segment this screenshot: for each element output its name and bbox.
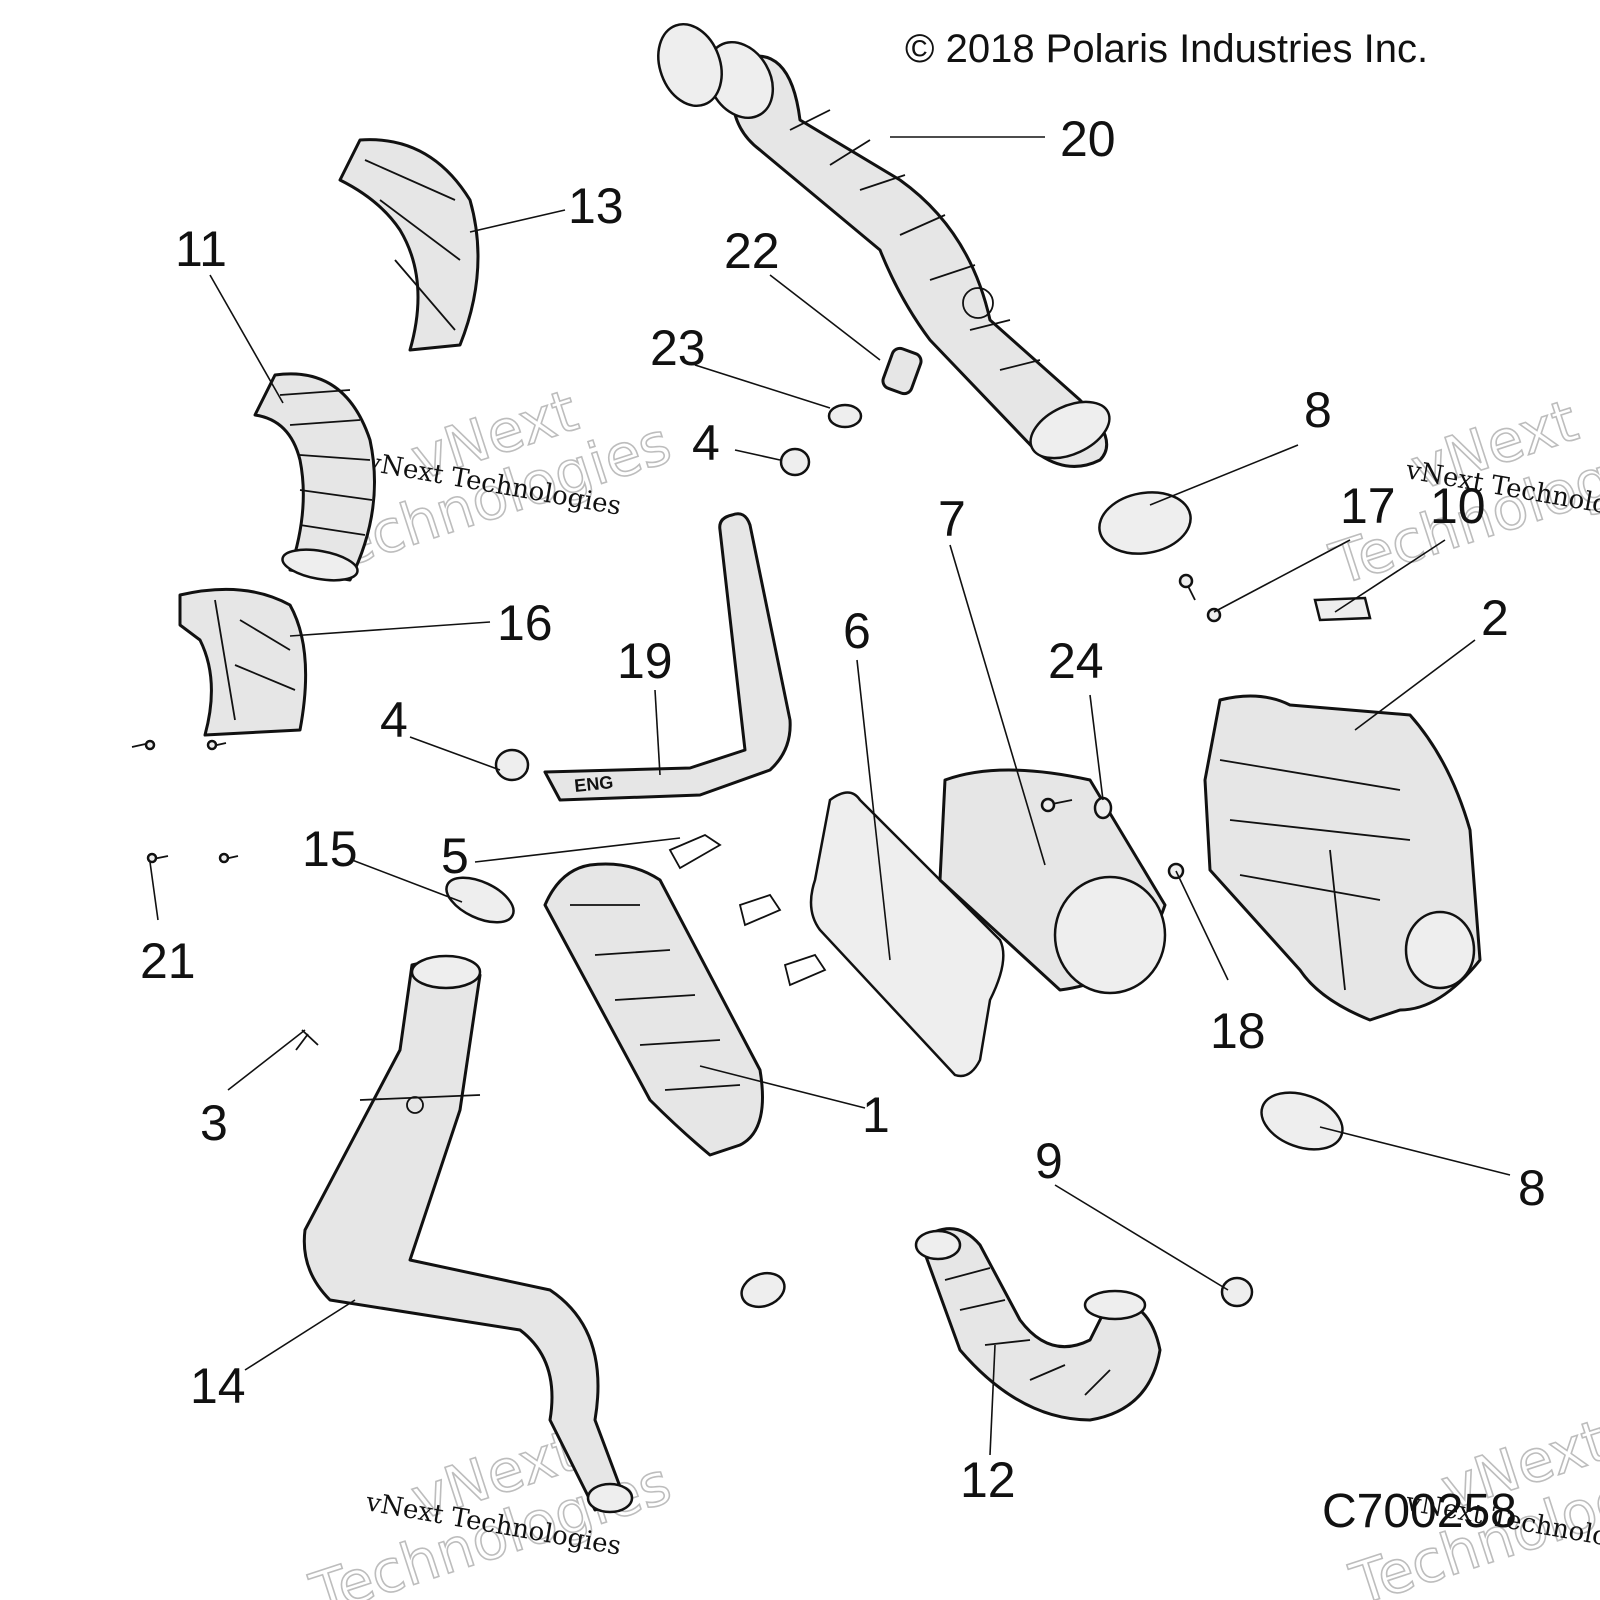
- part-19-hose: ENG: [543, 512, 792, 802]
- callout-11: 11: [175, 221, 227, 277]
- part-2-airbox: [1203, 694, 1482, 1022]
- callout-8-lower: 8: [1518, 1160, 1546, 1216]
- part-21-screws: [131, 739, 239, 864]
- part-10-label: [1313, 596, 1372, 622]
- part-14-lower-duct: [302, 954, 634, 1514]
- callout-22: 22: [724, 223, 780, 279]
- part-4-clamp-upper: [779, 447, 811, 477]
- part-24-screw-washer: [1040, 796, 1113, 820]
- part-8-clamp-upper: [1098, 491, 1192, 555]
- part-3-screw: [295, 1029, 319, 1051]
- part-22-fitting: [881, 346, 923, 396]
- callout-12: 12: [960, 1452, 1016, 1508]
- hose-marking: ENG: [573, 772, 614, 796]
- callout-1: 1: [862, 1087, 890, 1143]
- part-9-cap: [1220, 1276, 1254, 1308]
- part-23-clamp: [827, 403, 863, 429]
- part-4-clamp-lower: [494, 748, 530, 782]
- copyright-text: © 2018 Polaris Industries Inc.: [905, 27, 1428, 71]
- callouts: 20 13 11 22 23 4 8 17 10 7 2 16 6 19 24 …: [140, 111, 1546, 1508]
- part-16-duct-cover: [178, 587, 308, 737]
- callout-17: 17: [1340, 478, 1396, 534]
- callout-4-upper: 4: [692, 415, 720, 471]
- part-17-screw-washer: [1178, 573, 1222, 623]
- diagram-code: C700258: [1322, 1485, 1517, 1538]
- clamp-small-lower: [740, 1271, 786, 1309]
- callout-4-lower: 4: [380, 692, 408, 748]
- callout-6: 6: [843, 603, 871, 659]
- callout-20: 20: [1060, 111, 1116, 167]
- part-11-elbow-boot: [253, 372, 376, 582]
- callout-18: 18: [1210, 1003, 1266, 1059]
- callout-23: 23: [650, 320, 706, 376]
- part-7-air-filter: [938, 768, 1167, 995]
- part-6-gasket: [809, 791, 1005, 1078]
- part-15-clamp-band: [445, 876, 515, 924]
- part-20-intake-duct: [657, 22, 1111, 468]
- callout-5: 5: [441, 828, 469, 884]
- callout-10: 10: [1430, 478, 1486, 534]
- callout-21: 21: [140, 933, 196, 989]
- part-1-airbox-cover: [543, 862, 764, 1157]
- callout-8-upper: 8: [1304, 382, 1332, 438]
- part-12-elbow-duct: [914, 1227, 1162, 1422]
- part-13-duct-cover: [338, 138, 480, 352]
- callout-19: 19: [617, 633, 673, 689]
- callout-2: 2: [1481, 590, 1509, 646]
- part-5-clips: [668, 833, 827, 987]
- callout-16: 16: [497, 595, 553, 651]
- callout-15: 15: [302, 821, 358, 877]
- callout-13: 13: [568, 178, 624, 234]
- part-8-clamp-lower: [1260, 1091, 1344, 1151]
- callout-7: 7: [938, 491, 966, 547]
- callout-14: 14: [190, 1358, 246, 1414]
- leader-lines: [149, 136, 1511, 1456]
- callout-9: 9: [1035, 1133, 1063, 1189]
- callout-3: 3: [200, 1095, 228, 1151]
- callout-24: 24: [1048, 633, 1104, 689]
